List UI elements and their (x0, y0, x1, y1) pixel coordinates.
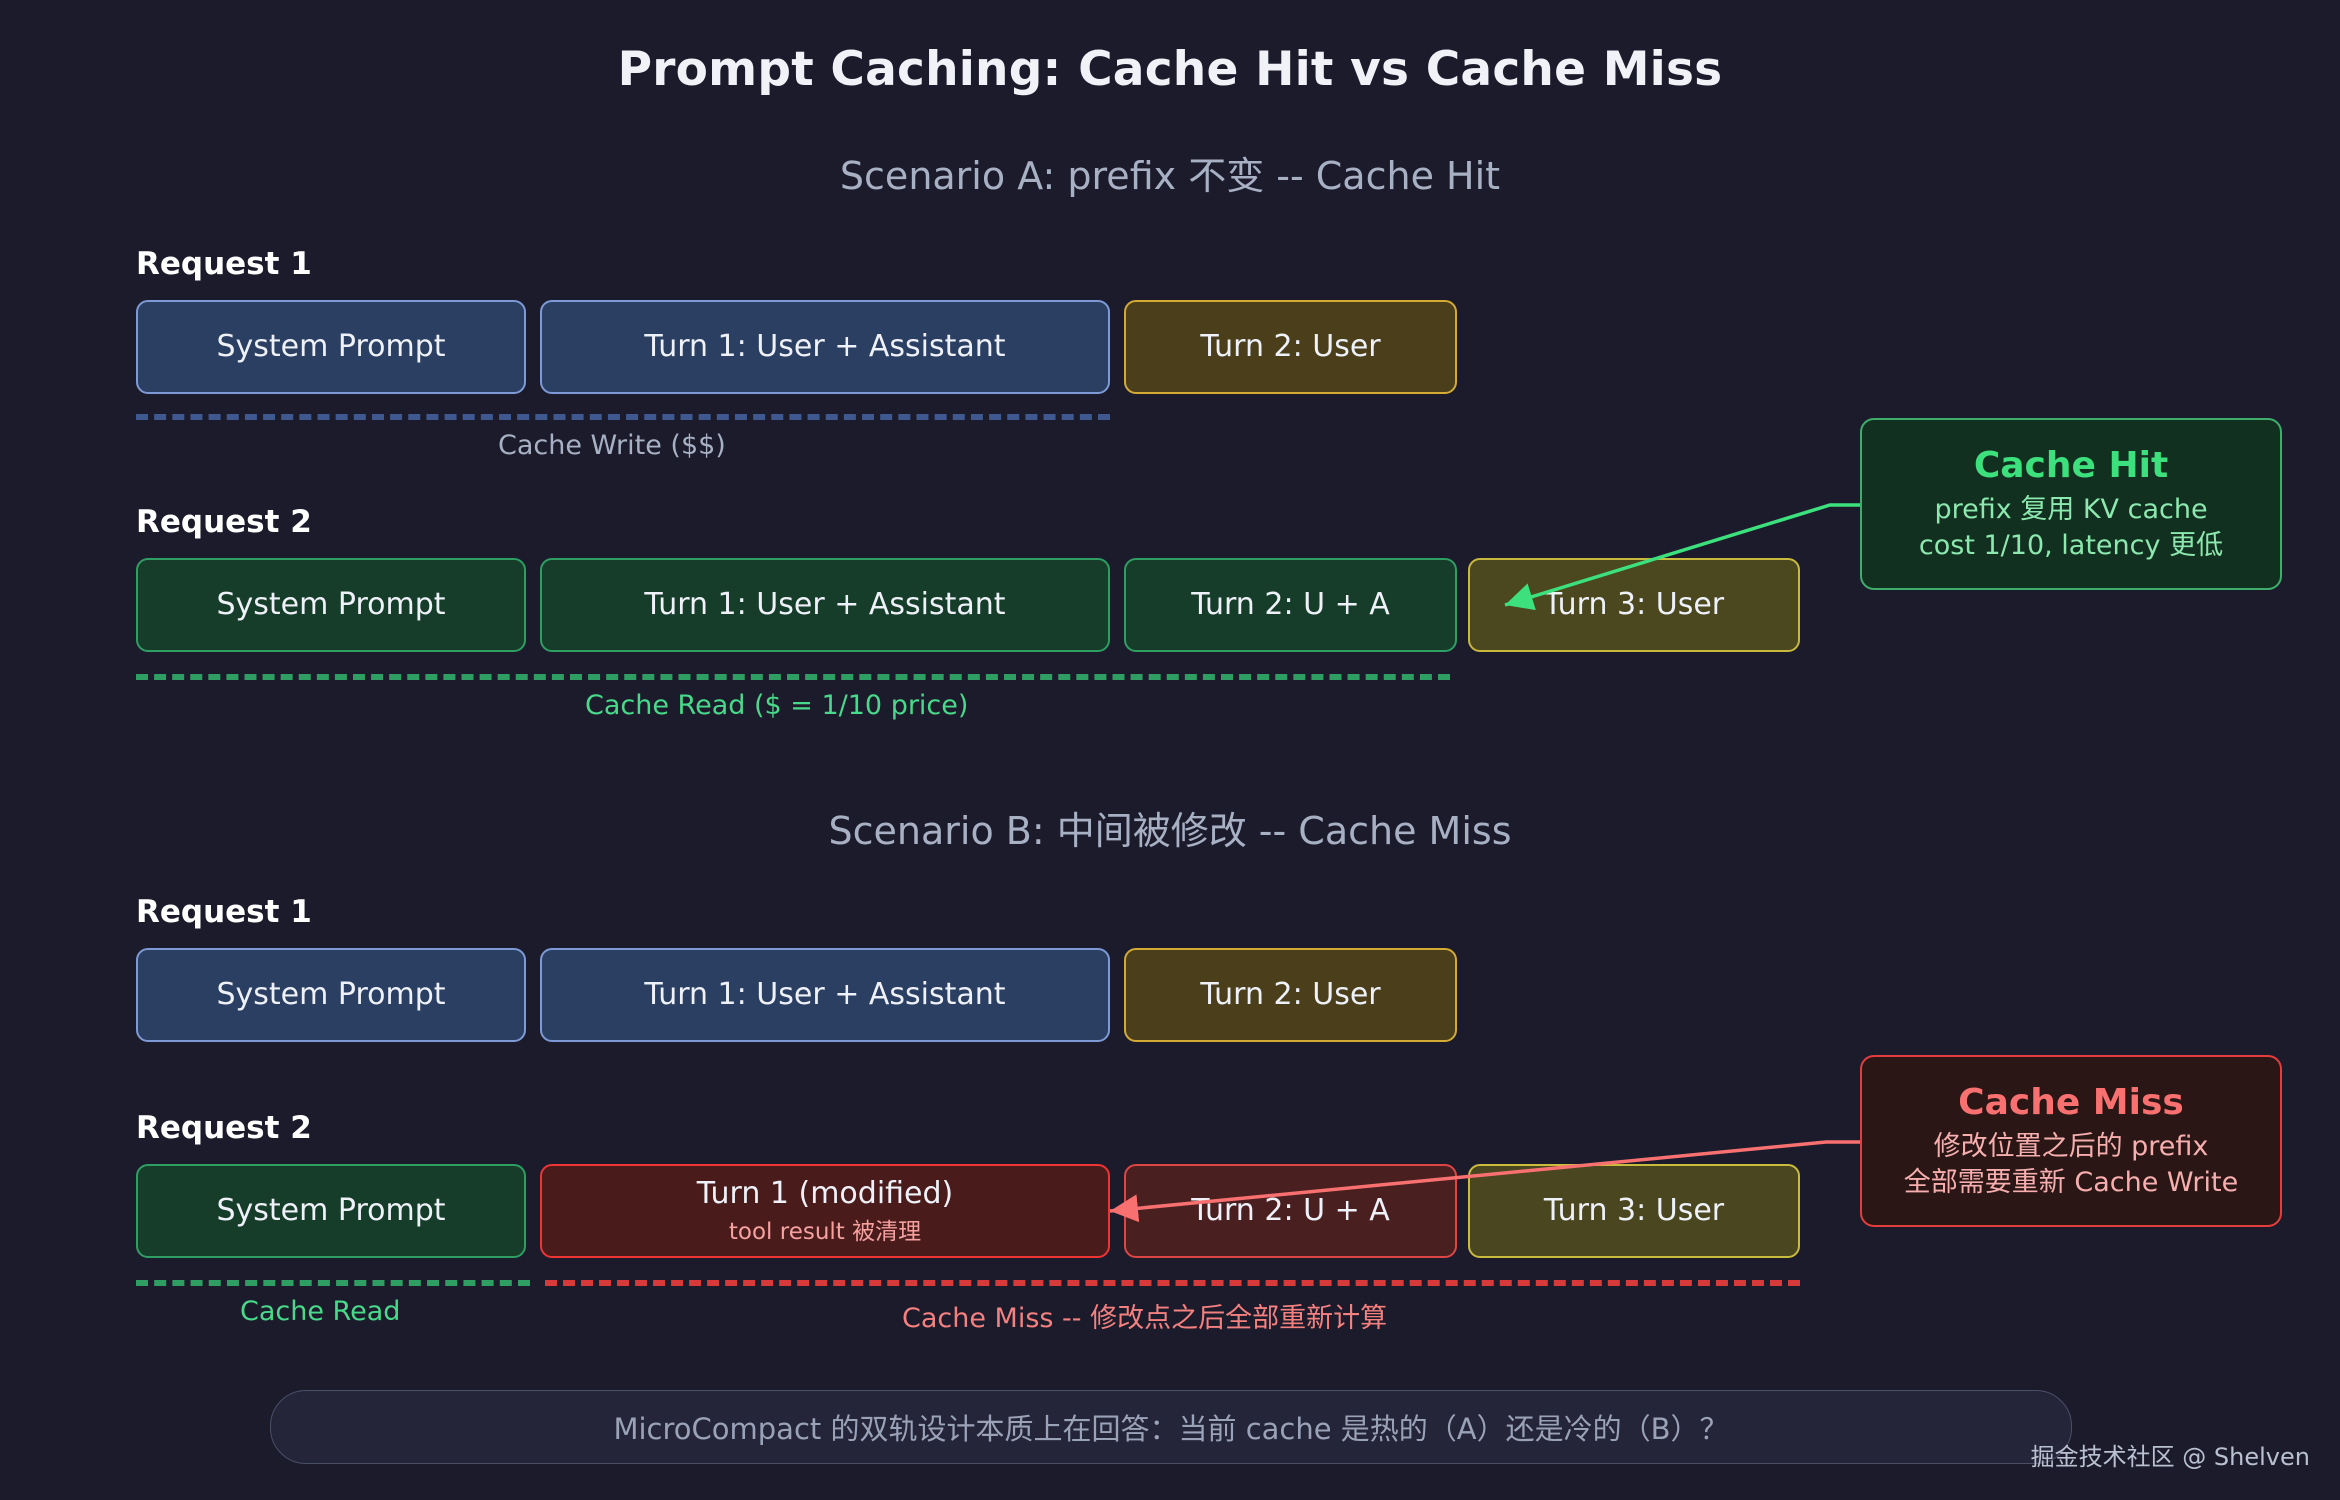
scenario-a-request-1-label: Request 1 (136, 246, 312, 282)
cache-miss-label: Cache Miss -- 修改点之后全部重新计算 (902, 1303, 1388, 1334)
scenario-b-request-1-label: Request 1 (136, 894, 312, 930)
box-label: System Prompt (216, 328, 446, 364)
cache-miss-callout: Cache Miss 修改位置之后的 prefix 全部需要重新 Cache W… (1860, 1055, 2282, 1227)
box-turn-3: Turn 3: User (1468, 558, 1800, 652)
cache-write-dashed-rule (136, 414, 1110, 420)
scenario-b-title: Scenario B: 中间被修改 -- Cache Miss (828, 809, 1512, 853)
cache-miss-title: Cache Miss (1958, 1082, 2184, 1124)
cache-read-dashed-rule (136, 1280, 530, 1286)
scenario-b-request-2-label: Request 2 (136, 1110, 312, 1146)
box-label: Turn 1: User + Assistant (644, 328, 1006, 364)
box-turn-2: Turn 2: U + A (1124, 1164, 1457, 1258)
box-label: System Prompt (216, 1192, 446, 1228)
box-label: Turn 2: U + A (1191, 1192, 1390, 1228)
footer-banner: MicroCompact 的双轨设计本质上在回答：当前 cache 是热的（A）… (270, 1390, 2072, 1464)
box-system-prompt: System Prompt (136, 948, 526, 1042)
box-label: System Prompt (216, 976, 446, 1012)
cache-hit-callout: Cache Hit prefix 复用 KV cache cost 1/10, … (1860, 418, 2282, 590)
cache-hit-title: Cache Hit (1973, 445, 2169, 487)
box-label: Turn 2: User (1200, 328, 1381, 364)
scenario-a-title: Scenario A: prefix 不变 -- Cache Hit (839, 154, 1501, 198)
box-label: Turn 3: User (1543, 1192, 1725, 1228)
box-label: Turn 1: User + Assistant (644, 586, 1006, 622)
page-title: Prompt Caching: Cache Hit vs Cache Miss (617, 42, 1723, 97)
cache-miss-line-2: 全部需要重新 Cache Write (1903, 1166, 2239, 1198)
box-turn-3: Turn 3: User (1468, 1164, 1800, 1258)
scenario-a-request-2-label: Request 2 (136, 504, 312, 540)
box-label: Turn 3: User (1543, 586, 1725, 622)
box-label: Turn 1 (modified) (696, 1176, 954, 1212)
box-system-prompt: System Prompt (136, 300, 526, 394)
box-label: Turn 2: U + A (1191, 586, 1390, 622)
box-label: Turn 1: User + Assistant (644, 976, 1006, 1012)
box-label: System Prompt (216, 586, 446, 622)
box-sublabel: tool result 被清理 (728, 1218, 922, 1245)
cache-read-label: Cache Read ($ = 1/10 price) (585, 690, 969, 721)
box-system-prompt: System Prompt (136, 1164, 526, 1258)
box-label: Turn 2: User (1200, 976, 1381, 1012)
cache-write-label: Cache Write ($$) (498, 430, 726, 461)
box-turn-1: Turn 1: User + Assistant (540, 948, 1110, 1042)
box-turn-1-modified: Turn 1 (modified) tool result 被清理 (540, 1164, 1110, 1258)
cache-hit-line-1: prefix 复用 KV cache (1934, 494, 2208, 526)
box-turn-2: Turn 2: User (1124, 300, 1457, 394)
box-system-prompt: System Prompt (136, 558, 526, 652)
cache-read-dashed-rule (136, 674, 1450, 680)
box-turn-2: Turn 2: U + A (1124, 558, 1457, 652)
watermark: 掘金技术社区 @ Shelven (2030, 1443, 2310, 1471)
cache-hit-line-2: cost 1/10, latency 更低 (1918, 529, 2224, 561)
box-turn-1: Turn 1: User + Assistant (540, 300, 1110, 394)
box-turn-1: Turn 1: User + Assistant (540, 558, 1110, 652)
cache-miss-dashed-rule (545, 1280, 1800, 1286)
cache-miss-line-1: 修改位置之后的 prefix (1933, 1131, 2209, 1163)
cache-read-label: Cache Read (240, 1296, 401, 1327)
box-turn-2: Turn 2: User (1124, 948, 1457, 1042)
footer-text: MicroCompact 的双轨设计本质上在回答：当前 cache 是热的（A）… (613, 1412, 1729, 1446)
